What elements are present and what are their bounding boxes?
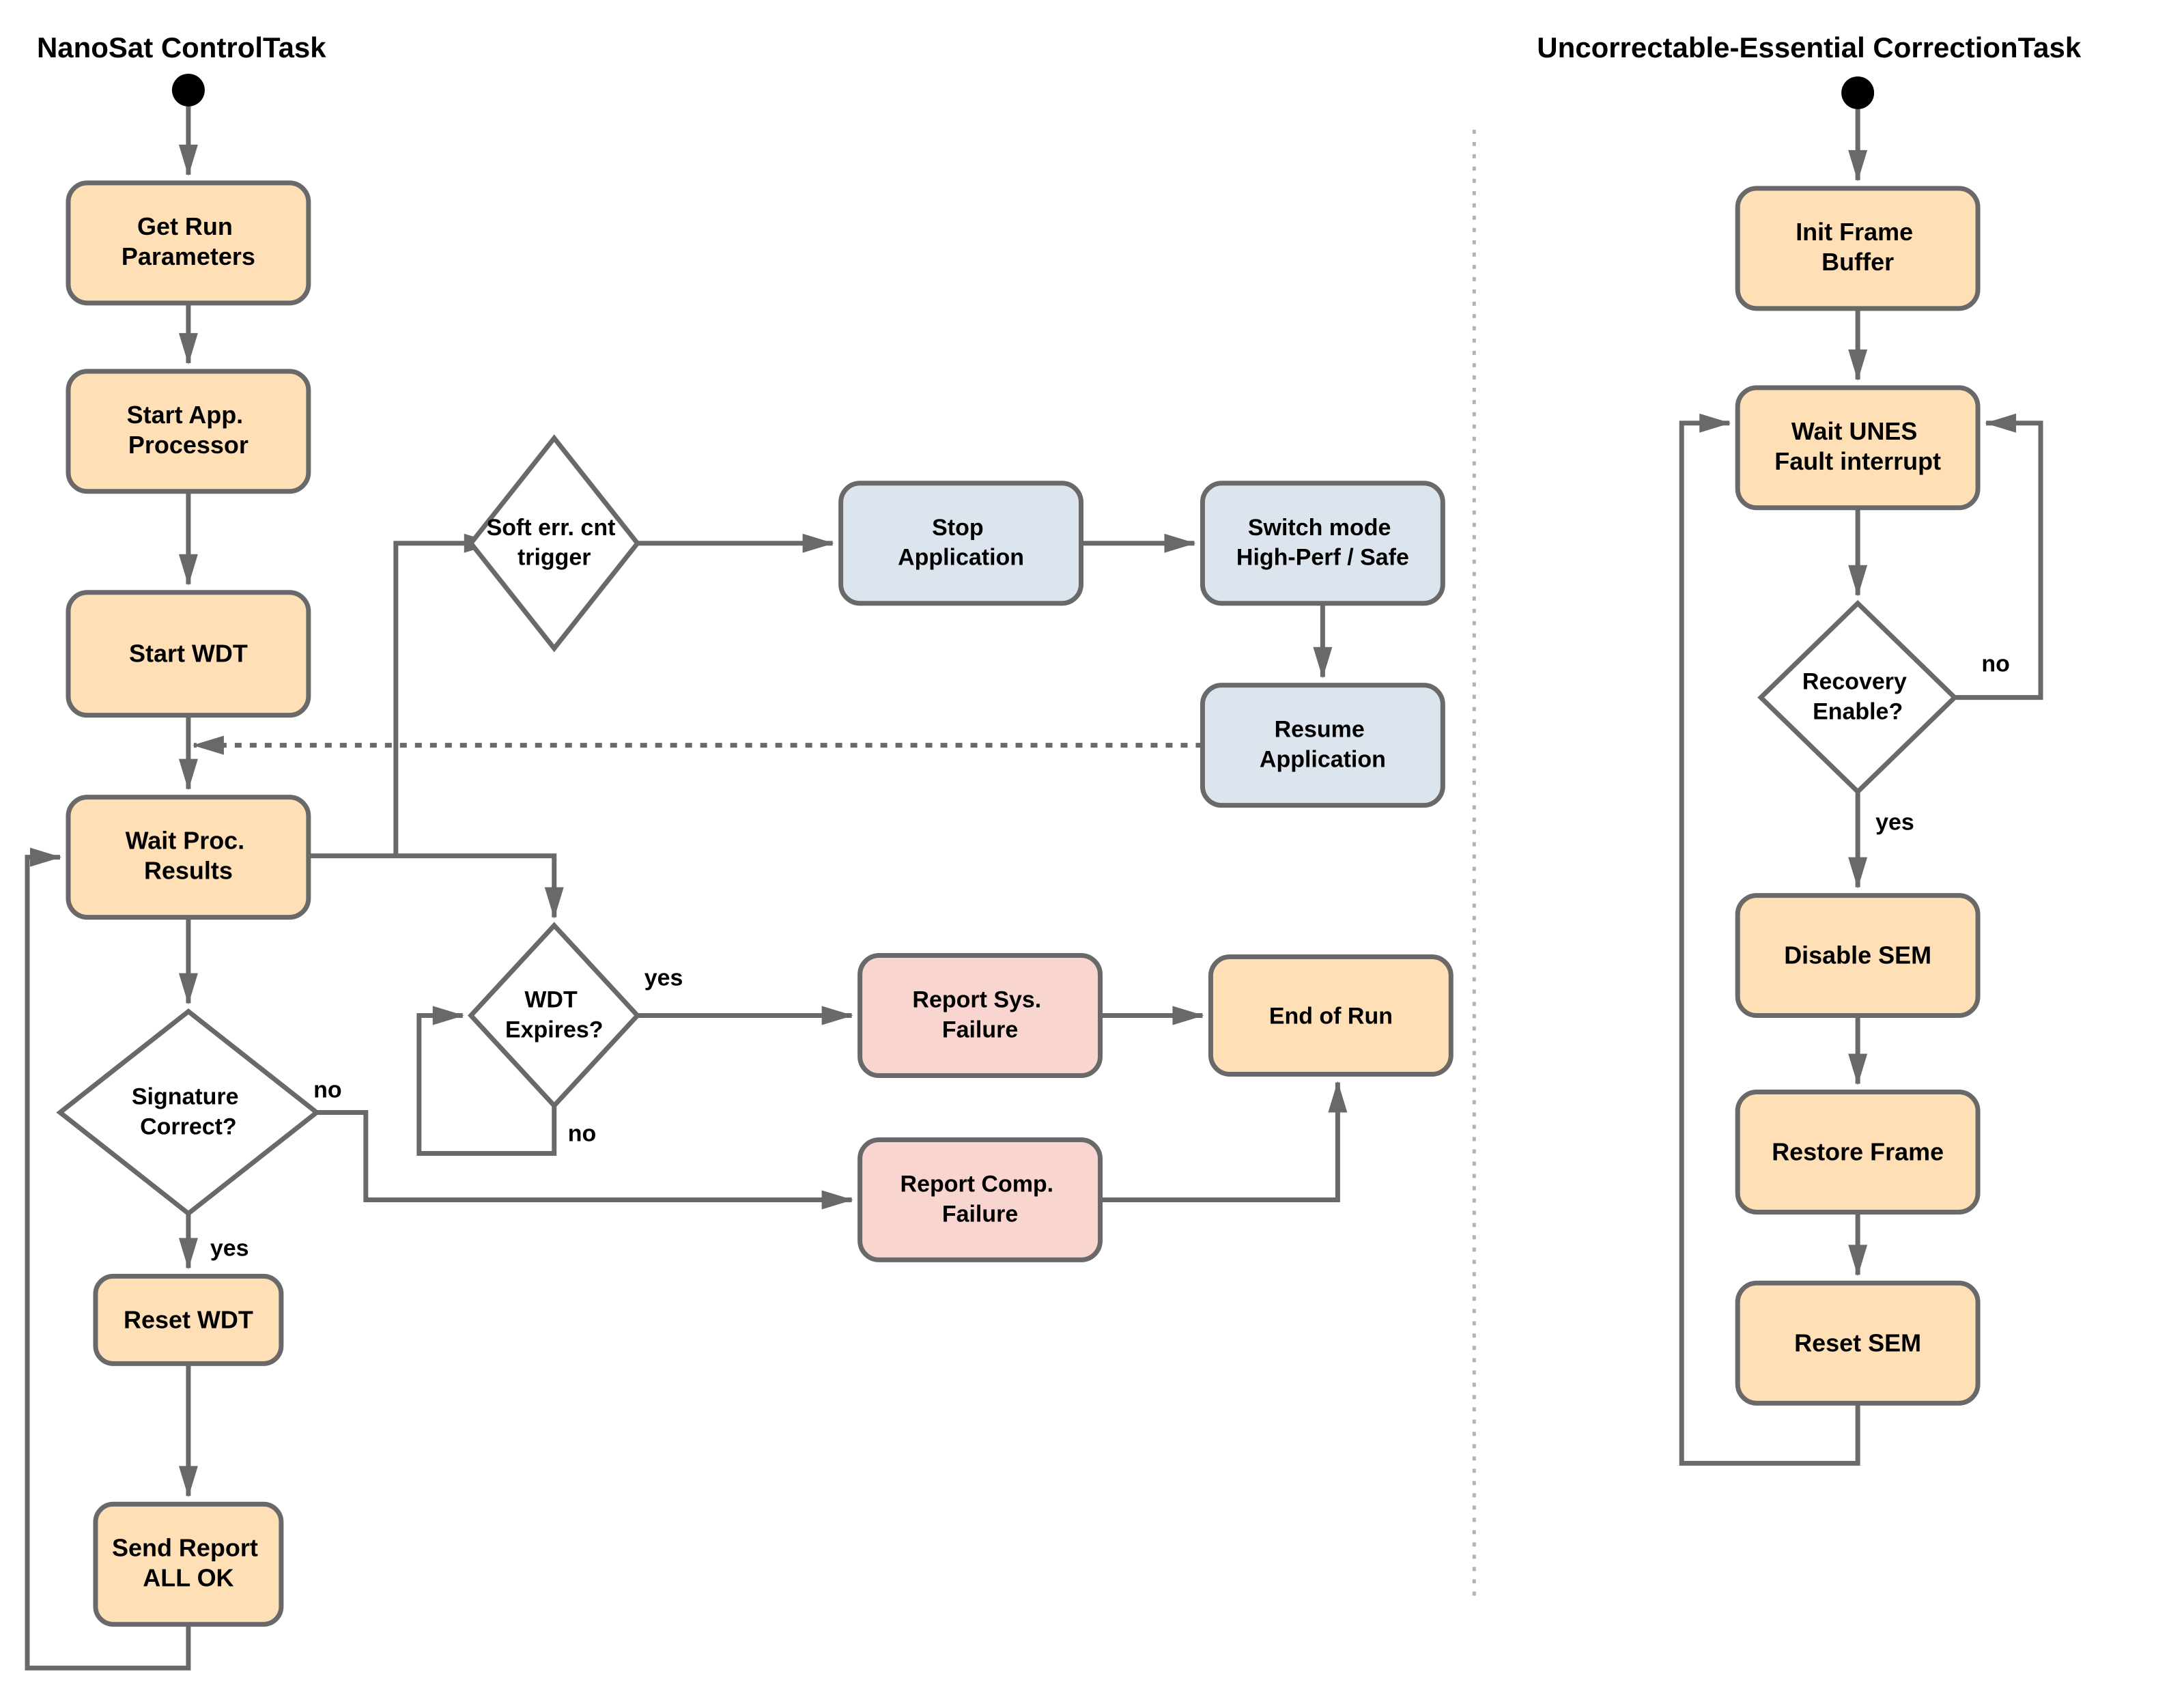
node-get-run-parameters: Get Run Parameters (66, 180, 311, 306)
node-reset-wdt: Reset WDT (93, 1273, 284, 1366)
svg-text:Wait UNES Fault interr: Wait UNES Fault interrupt (1774, 417, 1941, 475)
node-report-comp-failure: Report Comp. Failure (857, 1137, 1103, 1262)
node-switch-mode: Switch mode High-Perf / Safe (1200, 481, 1445, 606)
svg-text:End of Run: End of Run (1269, 1004, 1393, 1030)
node-label: Get Run (137, 212, 233, 240)
edge-label-wdt-no: no (568, 1120, 597, 1146)
node-label: Failure (942, 1201, 1018, 1227)
edge-label-recovery-no: no (1981, 651, 2010, 677)
edge-label-wdt-yes: yes (644, 965, 683, 991)
svg-text:Signature Correct?: Signature Correct? (132, 1083, 245, 1139)
flow-title-right: Uncorrectable-Essential CorrectionTask (1537, 31, 2082, 63)
node-label: WDT (524, 987, 578, 1013)
node-reset-sem: Reset SEM (1735, 1280, 1981, 1406)
start-dot-right (1841, 76, 1875, 109)
svg-text:Switch mode High-Perf: Switch mode High-Perf / Safe (1236, 515, 1409, 571)
node-send-report-all-ok: Send Report ALL OK (93, 1501, 284, 1627)
node-label: Report Sys. (912, 987, 1041, 1013)
node-label: Application (898, 545, 1024, 571)
svg-text:Soft err. cnt trigger: Soft err. cnt trigger (487, 515, 622, 571)
node-label: Parameters (122, 242, 255, 270)
svg-text:Start App. Processor: Start App. Processor (127, 401, 251, 459)
edge-junction-to-softerr (393, 533, 496, 856)
flow-nanosat-controltask: NanoSat ControlTask Get Run Parameters (25, 31, 1453, 1671)
node-label: Start App. (127, 401, 244, 429)
node-wait-unes-fault-interrupt: Wait UNES Fault interrupt (1735, 385, 1981, 511)
node-label: Wait Proc. (126, 827, 245, 855)
edge-label-recovery-yes: yes (1875, 810, 1914, 836)
node-label: End of Run (1269, 1004, 1393, 1030)
node-start-app-processor: Start App. Processor (66, 369, 311, 494)
svg-text:Recovery Enable?: Recovery Enable? (1802, 669, 1913, 725)
svg-text:Report Comp. Failure: Report Comp. Failure (900, 1171, 1060, 1227)
svg-text:Start WDT: Start WDT (129, 640, 248, 668)
node-label: Reset WDT (124, 1305, 253, 1333)
node-report-sys-failure: Report Sys. Failure (857, 953, 1103, 1079)
node-label: Signature (132, 1083, 239, 1109)
node-init-frame-buffer: Init Frame Buffer (1735, 186, 1981, 311)
svg-text:Reset SEM: Reset SEM (1794, 1329, 1921, 1357)
node-label: Expires? (505, 1017, 604, 1043)
edge-waitproc-to-wdtexpires (308, 853, 564, 919)
node-label: Init Frame (1796, 218, 1913, 246)
node-wait-proc-results: Wait Proc. Results (66, 795, 311, 920)
node-start-wdt: Start WDT (66, 590, 311, 718)
node-end-of-run: End of Run (1208, 954, 1453, 1077)
node-label: Correct? (140, 1113, 237, 1139)
node-label: Reset SEM (1794, 1329, 1921, 1357)
flow-unes-correctiontask: Uncorrectable-Essential CorrectionTask I… (1537, 31, 2082, 1466)
edge-label-signature-yes: yes (210, 1235, 249, 1261)
svg-text:Reset WDT: Reset WDT (124, 1305, 253, 1333)
node-label: Results (144, 857, 233, 885)
edge-sendreport-loop-to-waitproc (25, 847, 191, 1671)
node-wdt-expires-decision: WDT Expires? (468, 922, 641, 1109)
svg-text:Resume Application: Resume Application (1260, 717, 1386, 773)
node-label: Report Comp. (900, 1171, 1054, 1197)
edge-wdtexpires-no-loop (416, 1006, 557, 1156)
svg-text:WDT Expires?: WDT Expires? (505, 987, 604, 1043)
node-label: Fault interrupt (1774, 447, 1941, 475)
node-label: ALL OK (143, 1563, 233, 1591)
edge-label-signature-no: no (313, 1077, 342, 1103)
node-label: High-Perf / Safe (1236, 545, 1409, 571)
svg-text:Report Sys. Failure: Report Sys. Failure (912, 987, 1047, 1043)
start-dot-left (171, 73, 205, 107)
node-label: Send Report (112, 1533, 258, 1561)
node-disable-sem: Disable SEM (1735, 893, 1981, 1019)
node-stop-application: Stop Application (838, 481, 1084, 606)
node-label: Processor (128, 431, 249, 459)
node-restore-frame: Restore Frame (1735, 1089, 1981, 1215)
svg-text:Wait Proc. Results: Wait Proc. Results (126, 827, 252, 885)
svg-text:Get Run Parameters: Get Run Parameters (122, 212, 255, 270)
edge-reportcomp-to-endofrun (1100, 1081, 1348, 1202)
node-label: Application (1260, 747, 1386, 773)
node-label: Restore Frame (1772, 1137, 1944, 1165)
node-label: Recovery (1802, 669, 1907, 695)
node-label: Start WDT (129, 640, 248, 668)
edge-recovery-no-loop (1955, 413, 2043, 700)
node-recovery-enable-decision: Recovery Enable? (1757, 599, 1959, 795)
node-label: Failure (942, 1017, 1018, 1043)
flow-title-left: NanoSat ControlTask (37, 31, 326, 63)
node-label: Switch mode (1248, 515, 1391, 541)
svg-text:Send Report ALL OK: Send Report ALL OK (112, 1533, 265, 1591)
node-label: Stop (932, 515, 983, 541)
svg-text:Restore Frame: Restore Frame (1772, 1137, 1944, 1165)
edge-resetsem-loop-to-waitunes (1679, 413, 1860, 1466)
node-label: Wait UNES (1791, 417, 1918, 445)
node-label: Soft err. cnt (487, 515, 616, 541)
svg-text:Disable SEM: Disable SEM (1784, 941, 1931, 969)
node-label: Buffer (1821, 248, 1894, 276)
svg-text:Init Frame Buffer: Init Frame Buffer (1796, 218, 1920, 276)
node-label: Resume (1275, 717, 1365, 743)
node-label: Disable SEM (1784, 941, 1931, 969)
edge-signature-no-to-reportcomp (316, 1109, 853, 1210)
node-label: Enable? (1813, 699, 1903, 725)
node-resume-application: Resume Application (1200, 683, 1445, 808)
node-soft-err-cnt-trigger-decision: Soft err. cnt trigger (468, 434, 641, 653)
node-signature-correct-decision: Signature Correct? (56, 1008, 321, 1217)
svg-text:Stop Application: Stop Application (898, 515, 1024, 571)
node-label: trigger (517, 545, 591, 571)
